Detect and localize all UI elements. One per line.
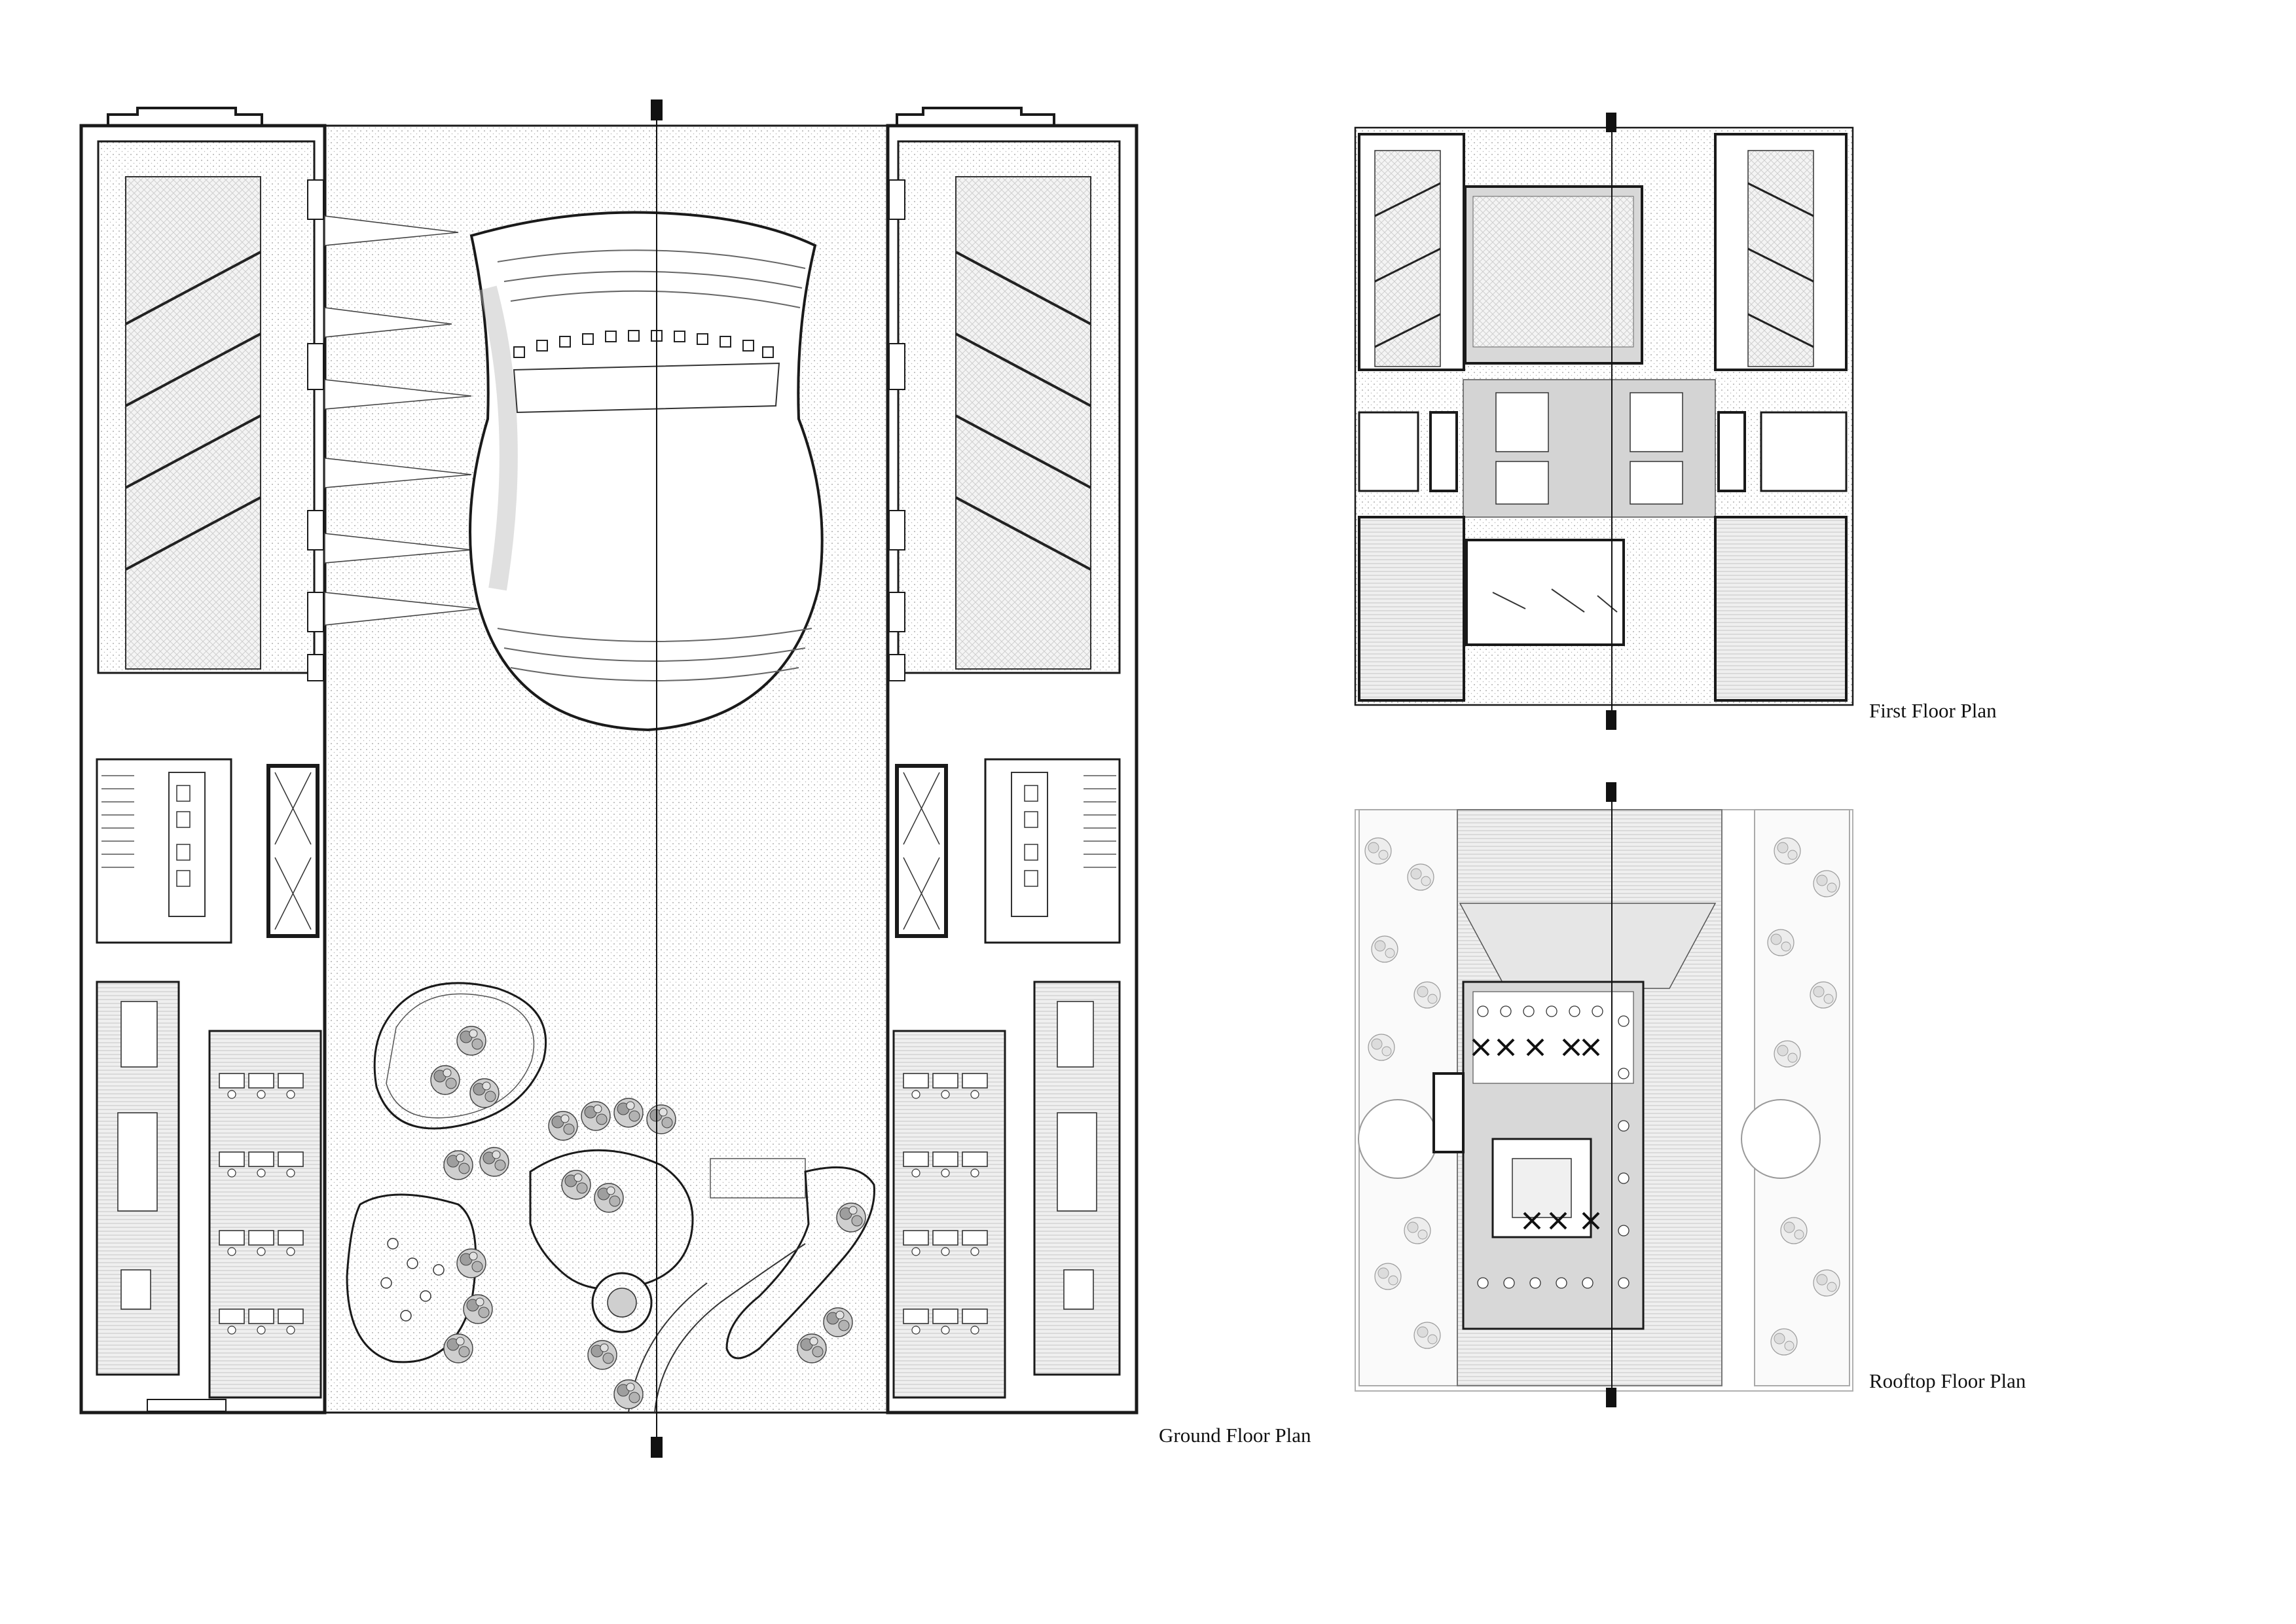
ground-floor-plan-label: Ground Floor Plan: [1159, 1424, 1311, 1447]
ground-landscape: [346, 982, 875, 1413]
ground-right-wing: [886, 107, 1139, 1415]
ground-section-line: [651, 99, 663, 1458]
ground-floor-plan: [79, 99, 1139, 1458]
rooftop-floor-plan: [1355, 782, 1853, 1407]
ground-courtyard: [324, 215, 479, 626]
first-floor-plan: [1354, 113, 1854, 730]
ground-left-wing: [79, 107, 327, 1415]
ground-auditorium: [469, 211, 824, 732]
rooftop-floor-plan-label: Rooftop Floor Plan: [1869, 1369, 2026, 1392]
first-floor-plan-label: First Floor Plan: [1869, 699, 1997, 722]
